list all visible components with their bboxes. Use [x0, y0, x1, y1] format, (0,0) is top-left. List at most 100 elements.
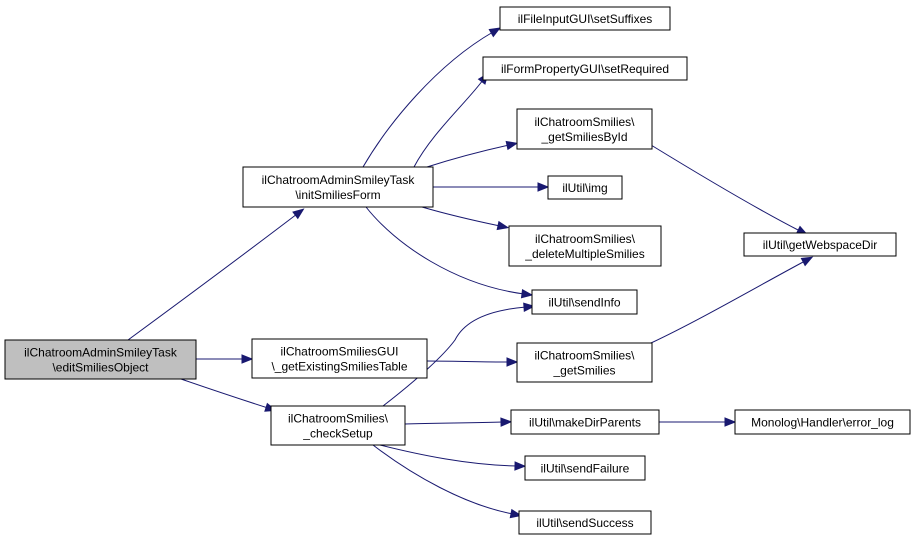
- node-getWebspaceDir[interactable]: ilUtil\getWebspaceDir: [743, 232, 897, 257]
- node-box: [510, 409, 660, 435]
- node-box: [518, 510, 652, 535]
- node-label: ilUtil\img: [562, 181, 607, 195]
- edge-line: [650, 144, 801, 232]
- node-getSmilies[interactable]: ilChatroomSmilies\_getSmilies: [516, 342, 653, 383]
- edge-line: [404, 421, 504, 425]
- node-box: [242, 166, 434, 208]
- node-box: [734, 409, 911, 435]
- node-makeDirParents[interactable]: ilUtil\makeDirParents: [510, 409, 660, 435]
- node-label: ilChatroomSmilies\: [288, 412, 389, 426]
- node-label: ilChatroomAdminSmileyTask: [262, 173, 416, 187]
- node-box: [499, 6, 671, 31]
- node-box: [270, 405, 406, 446]
- node-label: _deleteMultipleSmilies: [524, 247, 644, 261]
- node-label: ilChatroomSmilies\: [534, 115, 635, 129]
- edge-initSmiliesForm-to-sendInfo: [365, 206, 534, 299]
- edge-line: [382, 306, 527, 407]
- node-deleteMultipleSmilies[interactable]: ilChatroomSmilies\_deleteMultipleSmilies: [508, 225, 662, 267]
- edge-checkSetup-to-sendFailure: [379, 444, 527, 471]
- node-getExistingSmiliesTable[interactable]: ilChatroomSmiliesGUI\_getExistingSmilies…: [251, 338, 428, 379]
- edge-line: [127, 213, 298, 341]
- node-box: [516, 342, 653, 383]
- edge-root-to-initSmiliesForm: [127, 208, 305, 341]
- node-checkSetup[interactable]: ilChatroomSmilies\_checkSetup: [270, 405, 406, 446]
- edge-line: [413, 79, 484, 168]
- edge-arrowhead: [506, 357, 519, 367]
- edge-initSmiliesForm-to-getSmiliesById: [426, 140, 519, 168]
- edge-checkSetup-to-makeDirParents: [404, 417, 513, 427]
- edge-line: [426, 360, 510, 363]
- edge-line: [365, 206, 525, 295]
- edge-root-to-getExistingSmiliesTable: [196, 354, 254, 364]
- edge-arrowhead: [505, 140, 519, 151]
- edge-initSmiliesForm-to-deleteMultipleSmilies: [421, 206, 510, 231]
- edge-line: [421, 206, 501, 227]
- edge-arrowhead: [537, 182, 550, 192]
- edge-line: [180, 378, 269, 409]
- node-img[interactable]: ilUtil\img: [547, 175, 623, 200]
- node-label: ilFormPropertyGUI\setRequired: [501, 62, 669, 76]
- call-graph-nodes: ilChatroomAdminSmileyTask \editSmiliesObj…: [4, 6, 911, 535]
- node-getSmiliesById[interactable]: ilChatroomSmilies\_getSmiliesById: [516, 108, 653, 150]
- edge-arrowhead: [241, 354, 254, 364]
- edge-checkSetup-to-sendInfo: [382, 302, 536, 407]
- node-sendInfo[interactable]: ilUtil\sendInfo: [531, 289, 638, 315]
- node-label: ilFileInputGUI\setSuffixes: [518, 12, 653, 26]
- edge-arrowhead: [724, 417, 737, 427]
- node-label: ilUtil\getWebspaceDir: [763, 238, 878, 252]
- edge-arrowhead: [500, 417, 513, 427]
- edge-root-to-checkSetup: [180, 378, 277, 412]
- edge-initSmiliesForm-to-setSuffixes: [362, 27, 502, 168]
- node-errorLog[interactable]: Monolog\Handler\error_log: [734, 409, 911, 435]
- node-box: [531, 289, 638, 315]
- node-label: ilChatroomSmiliesGUI: [280, 345, 398, 359]
- edge-getExistingSmiliesTable-to-getSmilies: [426, 357, 519, 367]
- node-box: [4, 339, 197, 380]
- edge-line: [362, 31, 494, 168]
- edge-line: [650, 260, 806, 344]
- edge-arrowhead: [514, 461, 527, 471]
- edge-arrowhead: [509, 508, 523, 519]
- edge-arrowhead: [800, 256, 814, 267]
- edge-makeDirParents-to-errorLog: [659, 417, 737, 427]
- call-graph-edges: [127, 27, 814, 519]
- edge-getSmilies-to-getWebspaceDir: [650, 256, 814, 344]
- edge-arrowhead: [496, 220, 510, 231]
- node-label: _getSmilies: [552, 364, 615, 378]
- node-label: \_getExistingSmiliesTable: [271, 360, 407, 374]
- node-setRequired[interactable]: ilFormPropertyGUI\setRequired: [482, 56, 688, 81]
- node-label: ilUtil\sendSuccess: [536, 516, 633, 530]
- node-label: Monolog\Handler\error_log: [751, 416, 894, 430]
- node-label: \initSmiliesForm: [295, 188, 380, 202]
- node-box: [482, 56, 688, 81]
- node-initSmiliesForm[interactable]: ilChatroomAdminSmileyTask\initSmiliesFor…: [242, 166, 434, 208]
- node-label: \editSmiliesObject: [52, 361, 149, 375]
- node-box: [251, 338, 428, 379]
- node-sendSuccess[interactable]: ilUtil\sendSuccess: [518, 510, 652, 535]
- node-box: [547, 175, 623, 200]
- node-label: _getSmiliesById: [540, 130, 627, 144]
- node-setSuffixes[interactable]: ilFileInputGUI\setSuffixes: [499, 6, 671, 31]
- edge-arrowhead: [292, 208, 305, 220]
- edge-getSmiliesById-to-getWebspaceDir: [650, 144, 809, 236]
- edge-arrowhead: [488, 27, 502, 38]
- edge-checkSetup-to-sendSuccess: [372, 444, 523, 519]
- node-box: [743, 232, 897, 257]
- node-root[interactable]: ilChatroomAdminSmileyTask\editSmiliesObj…: [4, 339, 197, 380]
- edge-line: [372, 444, 514, 515]
- edge-arrowhead: [523, 302, 536, 312]
- edge-line: [379, 444, 518, 467]
- node-box: [516, 108, 653, 150]
- node-label: ilChatroomSmilies\: [535, 232, 636, 246]
- node-label: _checkSetup: [302, 427, 373, 441]
- node-box: [508, 225, 662, 267]
- edge-initSmiliesForm-to-img: [433, 182, 550, 192]
- node-label: ilUtil\sendInfo: [548, 296, 620, 310]
- node-label: ilUtil\makeDirParents: [529, 416, 641, 430]
- node-sendFailure[interactable]: ilUtil\sendFailure: [524, 455, 646, 481]
- edge-arrowhead: [520, 289, 534, 299]
- node-label: ilChatroomSmilies\: [534, 349, 635, 363]
- node-box: [524, 455, 646, 481]
- edge-line: [426, 144, 510, 168]
